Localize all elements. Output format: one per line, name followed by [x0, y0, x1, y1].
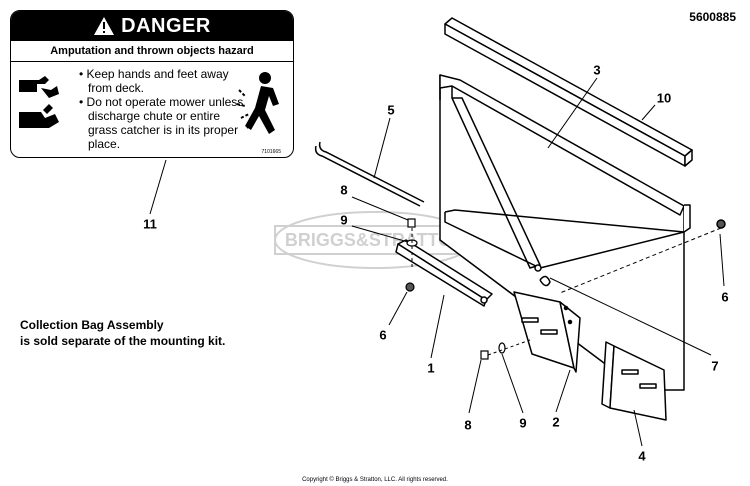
callout-5: 5 — [387, 102, 395, 118]
decal-header: DANGER — [11, 11, 293, 41]
thrown-objects-icon — [236, 72, 279, 134]
callout-8: 8 — [340, 182, 348, 198]
danger-decal: DANGER Amputation and thrown objects haz… — [10, 10, 294, 158]
collection-bag-note: Collection Bag Assembly is sold separate… — [20, 317, 225, 349]
callout-7: 7 — [711, 358, 719, 374]
part-2-plate — [513, 291, 581, 373]
part-number: 5600885 — [689, 10, 736, 24]
callout-6: 6 — [721, 289, 729, 305]
hardware-lower — [480, 339, 531, 360]
part-4-plate — [601, 341, 667, 421]
hand-foot-hazard-icon — [19, 76, 59, 128]
warning-triangle-icon — [94, 17, 115, 35]
part-1-bracket — [395, 239, 493, 307]
callout-3: 3 — [593, 62, 601, 78]
decal-instructions: • Keep hands and feet away from deck. • … — [79, 67, 244, 151]
note-line: is sold separate of the mounting kit. — [20, 334, 226, 348]
callout-9: 9 — [340, 212, 348, 228]
part-5-rod — [314, 141, 425, 207]
callout-6: 6 — [379, 327, 387, 343]
callout-8: 8 — [464, 417, 472, 433]
part-10-top-bar — [444, 17, 693, 167]
decal-code: 7101665 — [261, 149, 281, 155]
note-line: Collection Bag Assembly — [20, 318, 164, 332]
decal-signal-word: DANGER — [121, 14, 211, 37]
callout-11: 11 — [143, 216, 157, 232]
decal-body: • Keep hands and feet away from deck. • … — [11, 62, 293, 157]
callout-2: 2 — [552, 414, 560, 430]
decal-hazard: Amputation and thrown objects hazard — [11, 41, 293, 62]
copyright: Copyright © Briggs & Stratton, LLC. All … — [302, 477, 448, 483]
hardware-upper — [405, 218, 418, 292]
callout-10: 10 — [656, 90, 672, 106]
part-3-frame — [439, 74, 726, 391]
callout-9: 9 — [519, 415, 527, 431]
watermark-text: BRIGGS&STRATTON — [285, 230, 465, 250]
watermark: BRIGGS&STRATTON — [274, 211, 476, 269]
decal-bullet: • Do not operate mower unless discharge … — [79, 95, 244, 151]
leader-lines — [149, 77, 725, 447]
decal-bullet: • Keep hands and feet away from deck. — [79, 67, 229, 95]
callout-4: 4 — [638, 448, 646, 464]
callout-1: 1 — [427, 360, 435, 376]
